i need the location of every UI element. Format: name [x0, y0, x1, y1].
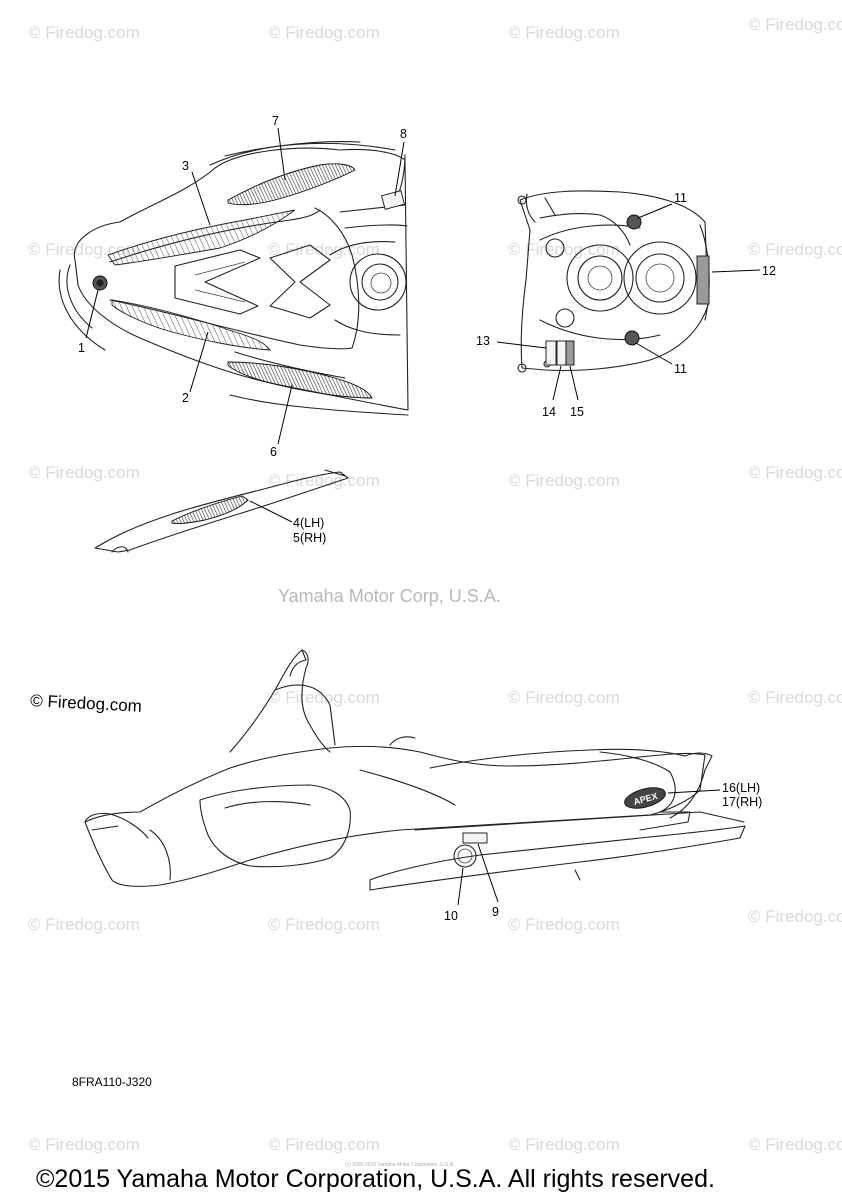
label-14 — [556, 340, 567, 366]
watermark: © Firedog.com — [748, 688, 842, 707]
watermark: © Firedog.com — [28, 463, 140, 482]
watermark: © Firedog.com — [508, 1135, 620, 1154]
callout-6: 6 — [270, 445, 277, 459]
watermark: © Firedog.com — [508, 471, 620, 490]
label-13 — [545, 340, 557, 366]
apex-emblem: APEX — [624, 787, 666, 809]
watermark: © Firedog.com — [28, 915, 140, 934]
callout-11-top: 11 — [674, 191, 687, 205]
callout-9: 9 — [492, 905, 499, 919]
hood-decal-7 — [227, 163, 356, 206]
watermark: © Firedog.com — [508, 688, 620, 707]
callout-12: 12 — [762, 264, 776, 278]
callout-11-bottom: 11 — [674, 362, 687, 376]
watermark: © Firedog.com — [748, 15, 842, 34]
emblem-10 — [453, 844, 477, 868]
hood-top-view — [58, 141, 409, 416]
fine-print: (c) 2005-2015 Yamaha Motor Corporation, … — [345, 1162, 455, 1168]
watermark: © Firedog.com — [748, 1135, 842, 1154]
watermark: © Firedog.com — [268, 471, 380, 490]
callout-7: 7 — [272, 114, 279, 128]
callout-1: 1 — [78, 341, 85, 355]
watermark: © Firedog.com — [748, 240, 842, 259]
callouts-rear-panel: 11 12 13 11 14 15 — [476, 191, 776, 419]
label-15 — [565, 340, 575, 366]
label-8 — [380, 190, 406, 210]
callouts-hood: 7 8 3 1 2 6 — [78, 114, 407, 459]
callout-17: 17(RH) — [722, 795, 762, 809]
watermark: © Firedog.com — [28, 23, 140, 42]
hood-decal-lower — [111, 299, 271, 351]
watermark: © Firedog.com — [268, 688, 380, 707]
watermark: © Firedog.com — [28, 1135, 140, 1154]
callout-14: 14 — [542, 405, 556, 419]
callout-15: 15 — [570, 405, 584, 419]
side-decal-4-5 — [171, 495, 249, 524]
side-panel-view — [94, 469, 349, 553]
credit: Yamaha Motor Corp, U.S.A. — [278, 586, 501, 606]
label-12 — [696, 255, 710, 305]
hood-decal-6 — [227, 361, 373, 399]
callouts-side-view: 16(LH) 17(RH) 9 10 — [444, 781, 762, 923]
callout-5: 5(RH) — [293, 531, 326, 545]
rear-panel-view — [517, 190, 710, 373]
emblem-11-top — [626, 214, 642, 230]
watermark: © Firedog.com — [508, 915, 620, 934]
callout-3: 3 — [182, 159, 189, 173]
watermark: © Firedog.com — [508, 23, 620, 42]
callout-13: 13 — [476, 334, 490, 348]
callout-8: 8 — [400, 127, 407, 141]
watermark: © Firedog.com — [268, 1135, 380, 1154]
emblem-11-bottom — [624, 330, 640, 346]
watermark: © Firedog.com — [748, 907, 842, 926]
firedog-watermark: © Firedog.com — [30, 691, 143, 716]
callout-2: 2 — [182, 391, 189, 405]
callouts-side-panel: 4(LH) 5(RH) — [249, 500, 326, 545]
callout-4: 4(LH) — [293, 516, 324, 530]
copyright-notice: ©2015 Yamaha Motor Corporation, U.S.A. A… — [36, 1165, 715, 1193]
part-number: 8FRA110-J320 — [72, 1075, 152, 1089]
label-9 — [462, 832, 488, 844]
watermark: © Firedog.com — [748, 463, 842, 482]
snowmobile-side-view: APEX — [84, 649, 746, 891]
watermark-layer: © Firedog.com © Firedog.com © Firedog.co… — [28, 15, 842, 1154]
watermark: © Firedog.com — [268, 915, 380, 934]
callout-10: 10 — [444, 909, 458, 923]
callout-16: 16(LH) — [722, 781, 760, 795]
watermark: © Firedog.com — [268, 23, 380, 42]
hood-decal-upper — [107, 209, 296, 266]
